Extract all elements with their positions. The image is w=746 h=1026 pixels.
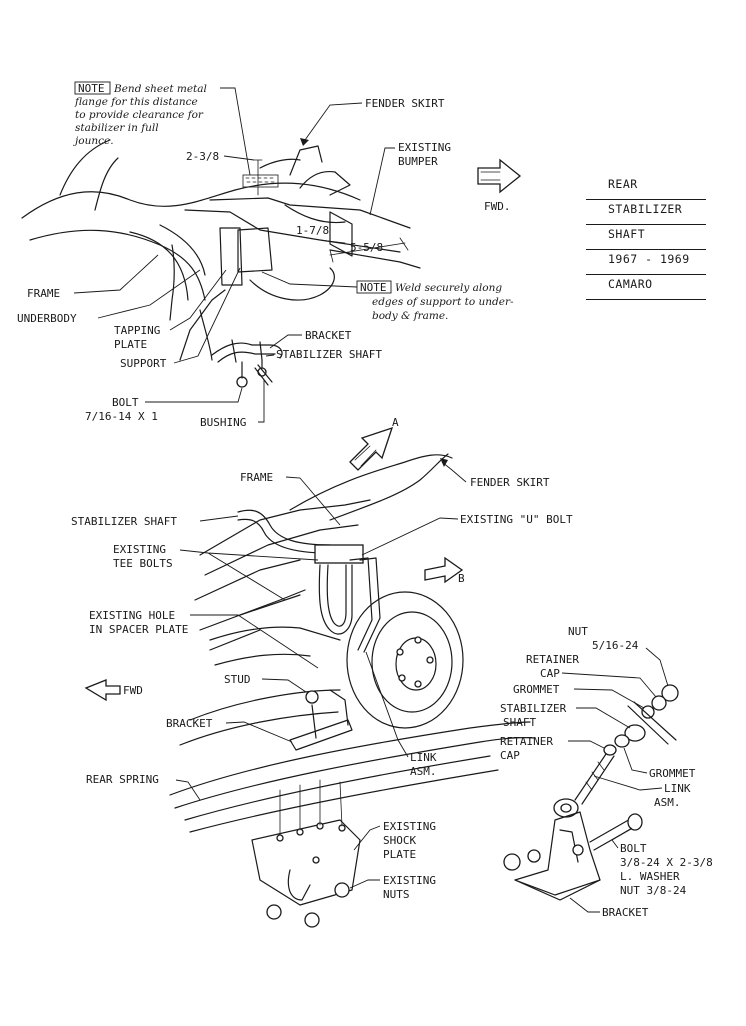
label-stabilizer-shaft-top: STABILIZER SHAFT [276, 348, 382, 361]
label-support: SUPPORT [120, 357, 167, 370]
label-fwd-main: FWD [123, 684, 143, 697]
fwd-arrow-top-icon [477, 158, 522, 194]
dim-5-5-8: 5-5/8 [350, 241, 383, 254]
label-link-asm-main-1: LINK [410, 751, 437, 764]
note2-line-1: Weld securely along [395, 282, 502, 294]
label-retainer-cap-bottom-2: CAP [500, 749, 520, 762]
title-line-stabilizer: STABILIZER [586, 199, 706, 224]
label-stabilizer-shaft-detail-2: SHAFT [503, 716, 536, 729]
label-bracket-main: BRACKET [166, 717, 213, 730]
label-retainer-cap-top-2: CAP [540, 667, 560, 680]
label-nut-1: NUT [568, 625, 588, 638]
label-rear-spring: REAR SPRING [86, 773, 159, 786]
title-line-rear: REAR [608, 177, 638, 191]
view-marker-b: B [458, 572, 465, 585]
label-fwd-top: FWD. [484, 200, 511, 213]
label-existing-u-bolt: EXISTING "U" BOLT [460, 513, 573, 526]
label-existing-nuts-2: NUTS [383, 888, 410, 901]
label-existing-hole-2: IN SPACER PLATE [89, 623, 188, 636]
label-bracket-detail: BRACKET [602, 906, 649, 919]
title-line-years: 1967 - 1969 [586, 249, 706, 274]
note1-line-2: flange for this distance [74, 96, 198, 108]
label-retainer-cap-top-1: RETAINER [526, 653, 579, 666]
fwd-arrow-main-icon [84, 679, 121, 702]
note1-line-1: Bend sheet metal [113, 83, 207, 95]
label-existing-shock-plate-2: SHOCK [383, 834, 416, 847]
label-bolt-top-2: 7/16-14 X 1 [85, 410, 158, 423]
label-grommet-bottom: GROMMET [649, 767, 696, 780]
label-existing-nuts-1: EXISTING [383, 874, 436, 887]
label-stud: STUD [224, 673, 251, 686]
label-bolt-detail-4: NUT 3/8-24 [620, 884, 687, 897]
label-bolt-detail-2: 3/8-24 X 2-3/8 [620, 856, 713, 869]
label-link-asm-main-2: ASM. [410, 765, 437, 778]
label-fender-skirt-main: FENDER SKIRT [470, 476, 550, 489]
label-nut-2: 5/16-24 [592, 639, 639, 652]
title-block: REAR STABILIZER SHAFT 1967 - 1969 CAMARO [586, 175, 706, 300]
view-arrow-a-icon [349, 426, 394, 471]
view-arrow-b-icon [424, 556, 464, 584]
note2-tag: NOTE [360, 281, 387, 294]
note2-line-3: body & frame. [372, 310, 448, 322]
label-tapping-plate-1: TAPPING [114, 324, 160, 337]
title-line-model: CAMARO [586, 274, 706, 300]
label-existing-shock-plate-1: EXISTING [383, 820, 436, 833]
label-existing-bumper-1: EXISTING [398, 141, 451, 154]
note2-line-2: edges of support to under- [372, 296, 514, 308]
note1-tag: NOTE [78, 82, 105, 95]
label-bolt-detail-3: L. WASHER [620, 870, 680, 883]
label-existing-shock-plate-3: PLATE [383, 848, 416, 861]
label-existing-tee-bolts-2: TEE BOLTS [113, 557, 173, 570]
label-grommet-top: GROMMET [513, 683, 560, 696]
note1-line-3: to provide clearance for [75, 109, 204, 121]
label-underbody: UNDERBODY [17, 312, 77, 325]
label-existing-bumper-2: BUMPER [398, 155, 438, 168]
dim-1-7-8: 1-7/8 [296, 224, 329, 237]
label-stabilizer-shaft-main: STABILIZER SHAFT [71, 515, 177, 528]
label-tapping-plate-2: PLATE [114, 338, 147, 351]
label-bracket-top: BRACKET [305, 329, 352, 342]
label-stabilizer-shaft-detail-1: STABILIZER [500, 702, 567, 715]
note-bend-sheet-metal: NOTE Bend sheet metal flange for this di… [73, 81, 251, 176]
note-weld-securely: NOTE Weld securely along edges of suppor… [261, 271, 514, 322]
label-bolt-detail-1: BOLT [620, 842, 647, 855]
label-link-asm-detail-1: LINK [664, 782, 691, 795]
label-bushing: BUSHING [200, 416, 246, 429]
label-existing-hole-1: EXISTING HOLE [89, 609, 175, 622]
title-line-shaft: SHAFT [586, 224, 706, 249]
label-bolt-top-1: BOLT [112, 396, 139, 409]
label-link-asm-detail-2: ASM. [654, 796, 681, 809]
detail-view-drawing [503, 684, 679, 901]
note1-line-5: jounce. [73, 135, 114, 147]
label-fender-skirt-top: FENDER SKIRT [365, 97, 445, 110]
dim-2-3-8: 2-3/8 [186, 150, 219, 163]
top-view-drawing [21, 139, 421, 388]
view-marker-a: A [392, 416, 399, 429]
label-frame-top: FRAME [27, 287, 60, 300]
label-frame-main: FRAME [240, 471, 273, 484]
label-existing-tee-bolts-1: EXISTING [113, 543, 166, 556]
label-retainer-cap-bottom-1: RETAINER [500, 735, 553, 748]
note1-line-4: stabilizer in full [75, 122, 159, 134]
